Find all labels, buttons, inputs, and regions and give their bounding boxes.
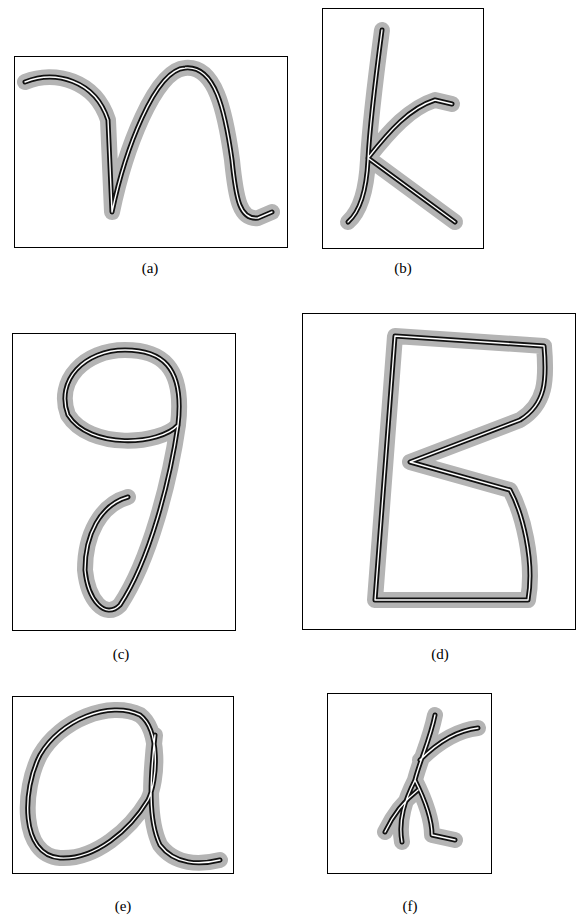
panel-label: (e) xyxy=(115,898,132,915)
letter-a-stroke xyxy=(28,710,220,863)
panel-b xyxy=(323,9,484,249)
panel-c xyxy=(13,334,236,631)
letter-g-stroke xyxy=(65,350,179,610)
panel-frame xyxy=(323,9,484,249)
letter-n-stroke xyxy=(25,68,272,218)
panel-f xyxy=(328,694,492,874)
panel-label: (d) xyxy=(431,646,449,663)
panel-label: (c) xyxy=(113,646,130,663)
letter-b-stroke xyxy=(375,336,545,600)
letter-k-variant-stroke xyxy=(385,715,478,842)
panel-e xyxy=(13,697,234,874)
panel-label: (f) xyxy=(403,898,418,915)
panel-frame xyxy=(15,57,288,248)
panel-frame xyxy=(13,697,234,874)
panel-frame xyxy=(328,694,492,874)
panel-frame xyxy=(303,314,576,630)
panel-label: (b) xyxy=(394,260,412,277)
panel-d xyxy=(303,314,576,630)
panel-a xyxy=(15,57,288,248)
panel-frame xyxy=(13,334,236,631)
letter-k-stroke xyxy=(348,30,455,222)
panel-label: (a) xyxy=(142,260,159,277)
